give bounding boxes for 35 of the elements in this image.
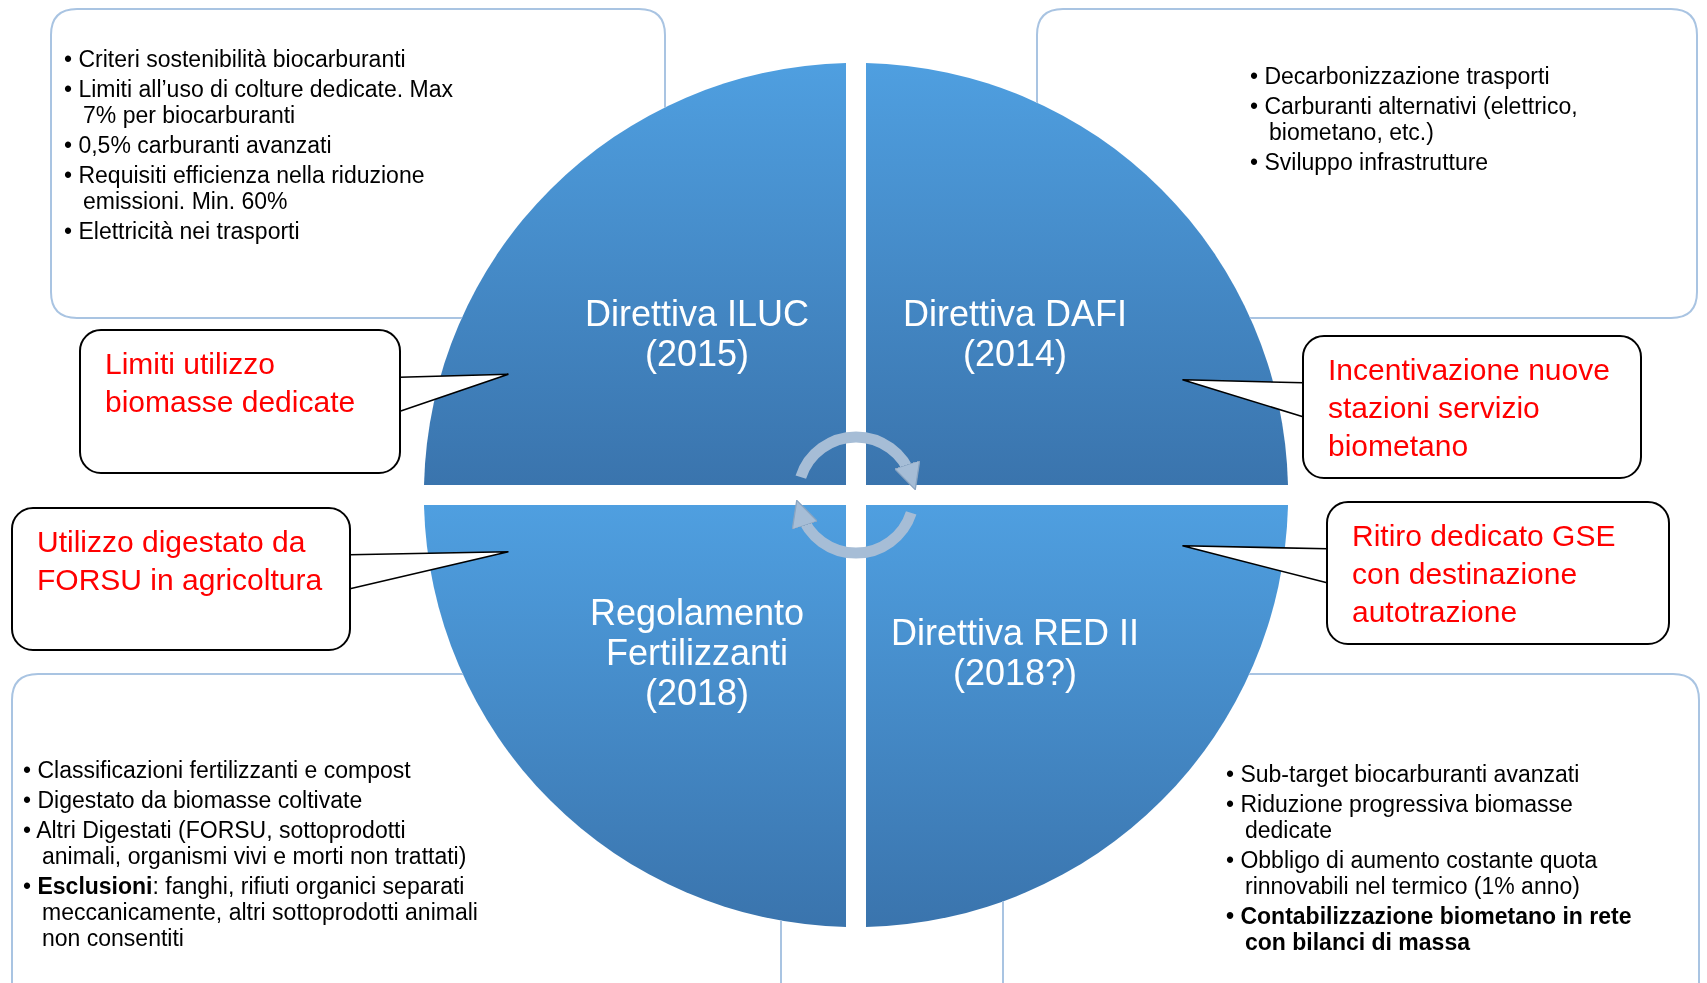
callout-text: Limiti utilizzo biomasse dedicate — [105, 346, 357, 420]
cycle-arrow — [795, 431, 920, 491]
bullet-text: • Altri Digestati (FORSU, sottoprodotti animali, organismi vivi e morti non trattati) — [23, 817, 468, 869]
leader-line — [349, 551, 510, 590]
bullet-text: • Contabilizzazione biometano in rete con bilanci di massa — [1226, 903, 1633, 955]
bullet-text: • Esclusioni: fanghi, rifiuti organici separati meccanicamente, altri sottoprodotti animali non consentiti — [23, 873, 479, 951]
callout-bubble — [1326, 501, 1670, 645]
bullet-text: • Sviluppo infrastrutture — [1250, 149, 1490, 175]
callout-text: Utilizzo digestato da FORSU in agricoltura — [37, 524, 324, 598]
callout-bubble — [79, 329, 401, 474]
segment-title: Direttiva DAFI (2014) — [901, 294, 1128, 374]
bullet-text: • 0,5% carburanti avanzati — [64, 132, 333, 158]
bullet-text: • Decarbonizzazione trasporti — [1250, 63, 1551, 89]
cycle-arrow — [792, 499, 917, 559]
bullet-text: • Digestato da biomasse coltivate — [23, 787, 364, 813]
callout-text: Ritiro dedicato GSE con destinazione autotrazione — [1352, 518, 1617, 630]
leader-line — [1181, 545, 1328, 584]
segment-title: Direttiva ILUC (2015) — [583, 294, 811, 374]
bullet-text: • Requisiti efficienza nella riduzione emissioni. Min. 60% — [64, 162, 426, 214]
bullet-text: • Classificazioni fertilizzanti e compost — [23, 757, 412, 783]
leader-line — [1181, 379, 1304, 418]
bullet-text: • Riduzione progressiva biomasse dedicate — [1226, 791, 1574, 843]
leader-line — [399, 373, 510, 413]
info-box — [11, 673, 782, 983]
bullet-text: • Criteri sostenibilità biocarburanti — [64, 46, 407, 72]
bullet-text: • Elettricità nei trasporti — [64, 218, 301, 244]
bullet-text: • Limiti all’uso di colture dedicate. Max 7% per biocarburanti — [64, 76, 454, 128]
bullet-text: • Obbligo di aumento costante quota rinnovabili nel termico (1% anno) — [1226, 847, 1599, 899]
callout-bubble — [11, 507, 351, 651]
bullet-text: • Sub-target biocarburanti avanzati — [1226, 761, 1581, 787]
callout-text: Incentivazione nuove stazioni servizio biometano — [1328, 352, 1611, 464]
callout-bubble — [1302, 335, 1642, 479]
segment-title: Regolamento Fertilizzanti (2018) — [588, 593, 806, 713]
segment-title: Direttiva RED II (2018?) — [889, 613, 1140, 693]
bullet-text: • Carburanti alternativi (elettrico, biometano, etc.) — [1250, 93, 1579, 145]
